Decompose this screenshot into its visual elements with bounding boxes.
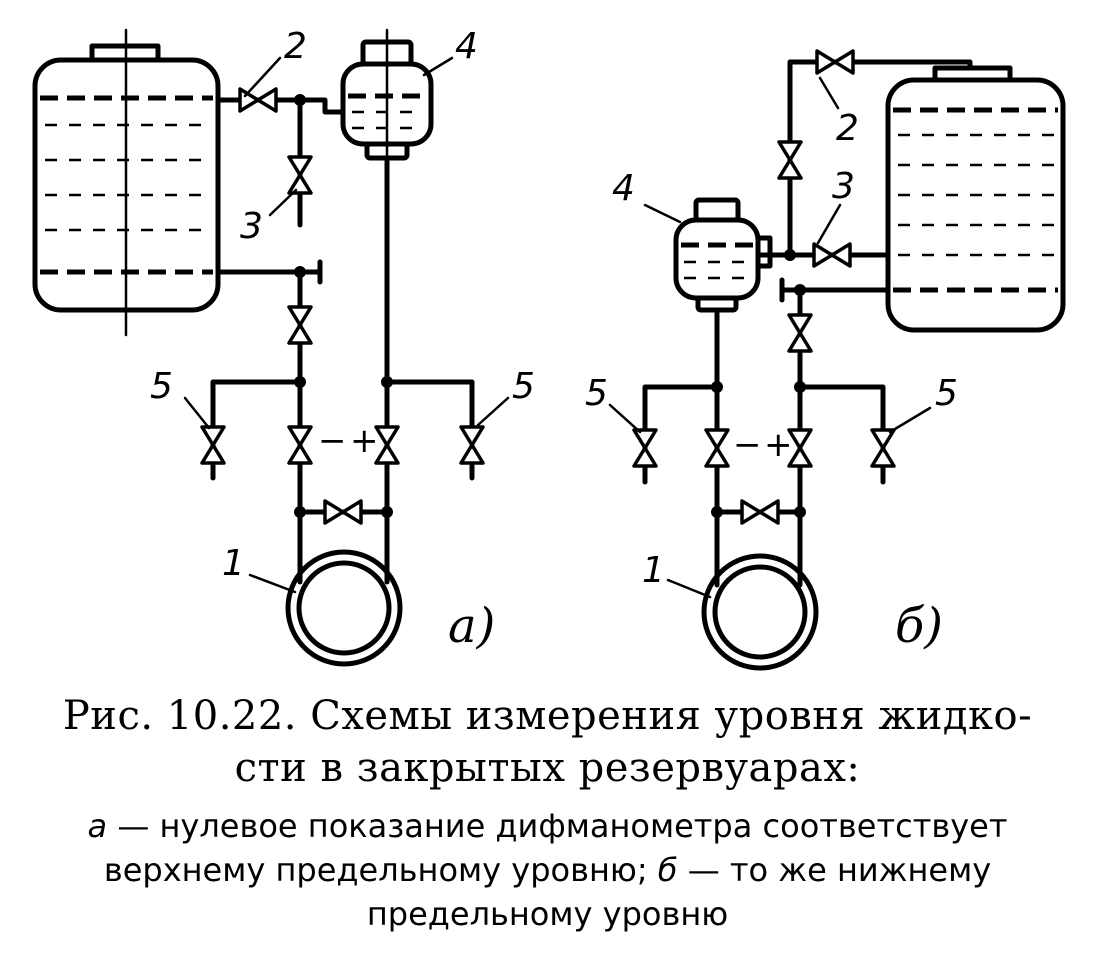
plus-sign-b: + <box>764 425 793 465</box>
legend-text-line-2: верхнему предельному уровню; <box>103 851 658 889</box>
shutoff-valve-plus-a <box>374 425 400 465</box>
caption-legend-line-3: предельному уровню <box>366 895 729 933</box>
label-1-b: 1 <box>642 550 665 591</box>
tank-b <box>885 65 1066 333</box>
minus-sign-a: − <box>318 421 347 461</box>
label-3-a: 3 <box>240 206 263 247</box>
tank-a <box>32 28 221 337</box>
diagram-a: 2 3 4 5 5 1 − + a) <box>32 26 535 667</box>
drain-valve-5-left-b <box>632 428 658 468</box>
valve-3-a <box>287 155 313 195</box>
valve-upper-b <box>777 140 803 180</box>
shutoff-valve-minus-a <box>287 425 313 465</box>
caption-title-line-1: Рис. 10.22. Схемы измерения уровня жидко… <box>62 693 1033 739</box>
valve-3-b <box>812 242 852 268</box>
label-1-a: 1 <box>222 543 245 584</box>
equalizing-valve-a <box>323 499 363 525</box>
legend-text-b: — то же нижнему <box>677 851 992 889</box>
drain-valve-5-left-a <box>200 425 226 465</box>
label-4-b: 4 <box>612 168 635 209</box>
caption-title-line-2: сти в закрытых резервуарах: <box>234 745 861 791</box>
plus-sign-a: + <box>350 421 379 461</box>
condensation-vessel-b <box>673 197 773 313</box>
equalizing-valve-b <box>740 499 780 525</box>
diagram-b: 2 3 4 5 5 1 − + б) <box>585 49 1066 671</box>
caption-title: Рис. 10.22. Схемы измерения уровня жидко… <box>0 690 1095 794</box>
label-3-b: 3 <box>832 166 855 207</box>
label-5-right-a: 5 <box>512 366 535 407</box>
valve-2-a <box>238 87 278 113</box>
minus-sign-b: − <box>733 425 762 465</box>
valve-lower-a <box>287 305 313 345</box>
valve-lower-b <box>787 313 813 353</box>
label-5-left-b: 5 <box>585 373 608 414</box>
label-5-left-a: 5 <box>150 366 173 407</box>
label-5-right-b: 5 <box>935 373 958 414</box>
label-4-a: 4 <box>455 26 478 67</box>
label-2-b: 2 <box>836 108 859 149</box>
condensation-vessel-a <box>340 28 434 162</box>
legend-letter-b: б <box>657 851 678 889</box>
drain-valve-5-right-a <box>459 425 485 465</box>
diff-manometer-b <box>701 553 819 671</box>
caption-legend: a — нулевое показание дифманометра соотв… <box>0 804 1095 936</box>
level-measurement-diagrams: 2 3 4 5 5 1 − + a) <box>32 26 1066 671</box>
drain-valve-5-right-b <box>870 428 896 468</box>
label-2-a: 2 <box>284 26 307 67</box>
part-label-a: a) <box>448 598 495 654</box>
figure-caption: Рис. 10.22. Схемы измерения уровня жидко… <box>0 690 1095 936</box>
legend-text-a: — нулевое показание дифманометра соответ… <box>107 807 1008 845</box>
legend-letter-a: a <box>87 807 108 845</box>
caption-legend-line-2: верхнему предельному уровню; б — то же н… <box>0 848 1095 892</box>
caption-legend-line-1: a — нулевое показание дифманометра соотв… <box>0 804 1095 848</box>
diff-manometer-a <box>285 549 403 667</box>
shutoff-valve-minus-b <box>704 428 730 468</box>
valve-2-b <box>815 49 855 75</box>
part-label-b: б) <box>895 598 943 654</box>
